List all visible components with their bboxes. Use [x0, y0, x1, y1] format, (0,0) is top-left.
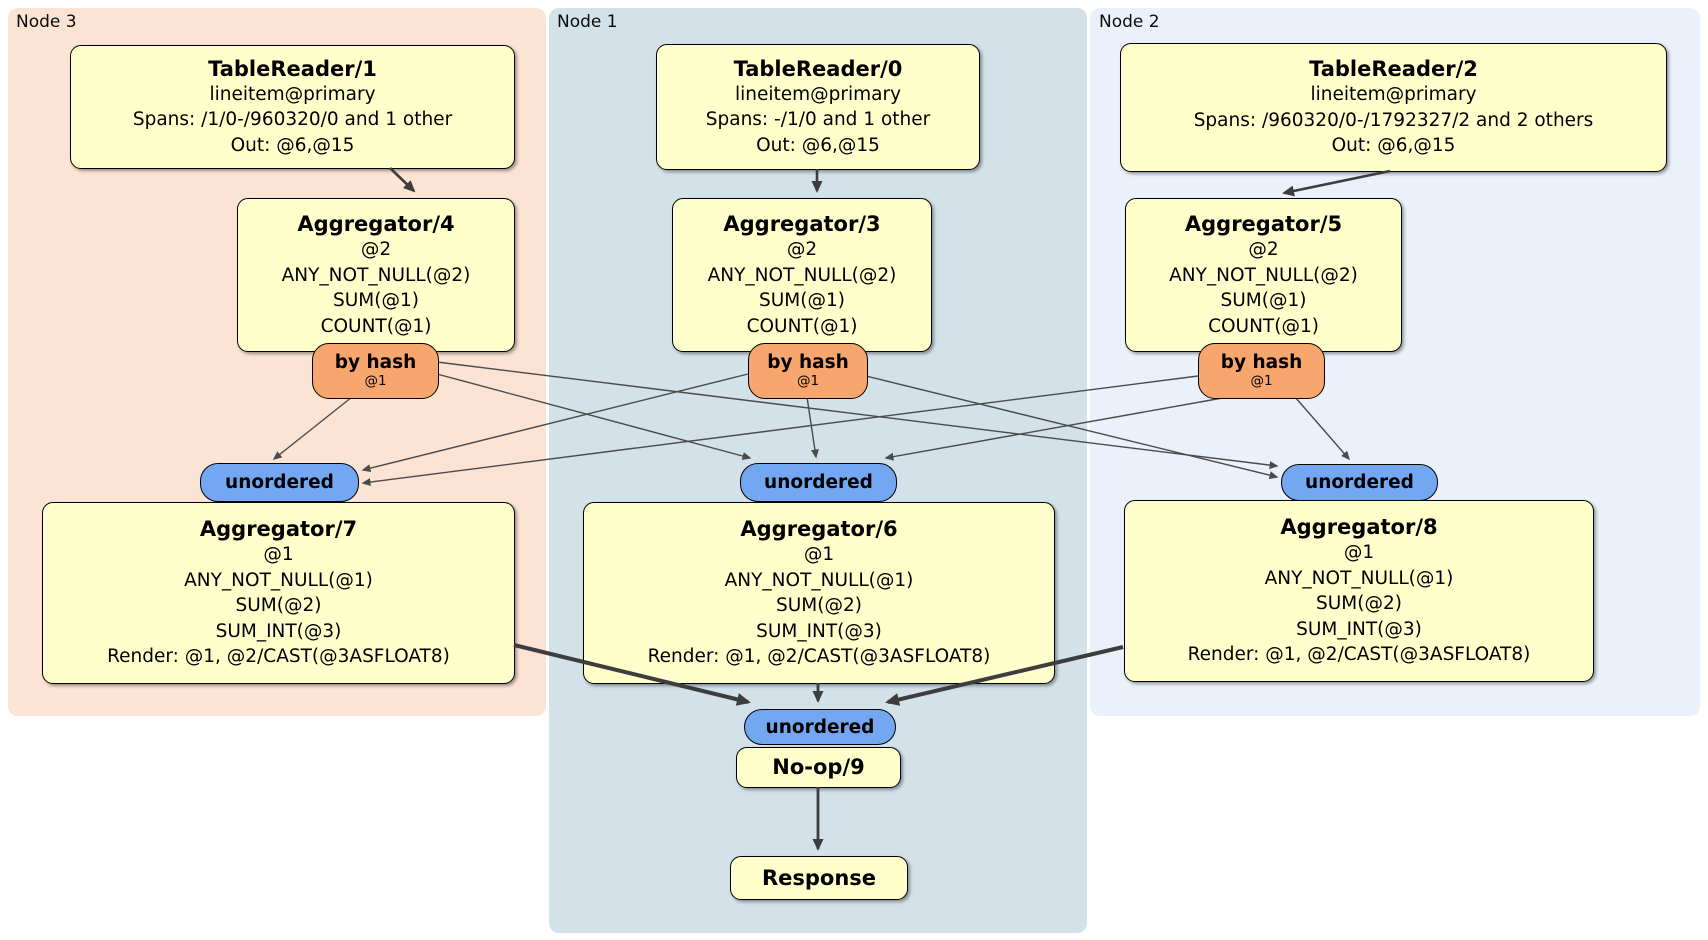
box-tablereader-1: TableReader/1 lineitem@primary Spans: /1…: [70, 45, 515, 169]
box-tablereader-0: TableReader/0 lineitem@primary Spans: -/…: [656, 44, 980, 170]
box-title: Aggregator/8: [1280, 515, 1438, 540]
box-title: Aggregator/3: [723, 211, 881, 236]
box-title: Aggregator/4: [297, 211, 455, 236]
sync-unordered-left: unordered: [200, 463, 359, 502]
box-line: SUM_INT(@3): [756, 620, 882, 642]
box-line: Render: @1, @2/CAST(@3ASFLOAT8): [1187, 644, 1531, 666]
sync-label: unordered: [764, 472, 873, 493]
box-title: TableReader/2: [1309, 57, 1478, 82]
box-aggregator-7: Aggregator/7 @1 ANY_NOT_NULL(@1) SUM(@2)…: [42, 502, 515, 684]
router-label: by hash: [334, 351, 417, 373]
box-line: @1: [803, 544, 835, 566]
box-line: SUM(@1): [759, 290, 845, 312]
box-line: COUNT(@1): [320, 315, 432, 337]
box-line: ANY_NOT_NULL(@1): [724, 569, 914, 591]
box-title: TableReader/0: [733, 56, 903, 81]
router-by-hash-5: by hash @1: [1198, 343, 1325, 399]
box-line: ANY_NOT_NULL(@1): [184, 569, 373, 591]
box-aggregator-4: Aggregator/4 @2 ANY_NOT_NULL(@2) SUM(@1)…: [237, 198, 515, 352]
box-aggregator-5: Aggregator/5 @2 ANY_NOT_NULL(@2) SUM(@1)…: [1125, 198, 1402, 352]
sync-label: unordered: [1305, 472, 1414, 493]
box-line: Spans: -/1/0 and 1 other: [705, 109, 931, 131]
box-line: Spans: /960320/0-/1792327/2 and 2 others: [1193, 109, 1594, 131]
router-label: by hash: [1220, 351, 1303, 373]
box-aggregator-6: Aggregator/6 @1 ANY_NOT_NULL(@1) SUM(@2)…: [583, 502, 1055, 684]
sync-unordered-right: unordered: [1281, 464, 1438, 501]
box-line: Out: @6,@15: [756, 134, 880, 156]
box-line: Render: @1, @2/CAST(@3ASFLOAT8): [647, 646, 991, 668]
box-line: ANY_NOT_NULL(@2): [281, 264, 471, 286]
box-aggregator-8: Aggregator/8 @1 ANY_NOT_NULL(@1) SUM(@2)…: [1124, 500, 1594, 682]
box-line: lineitem@primary: [209, 83, 376, 105]
box-line: COUNT(@1): [746, 315, 858, 337]
box-line: SUM(@2): [235, 595, 322, 617]
box-line: SUM(@1): [1220, 290, 1307, 312]
box-line: SUM(@2): [776, 595, 862, 617]
box-line: @2: [360, 239, 392, 261]
sync-unordered-bottom: unordered: [744, 709, 896, 745]
box-tablereader-2: TableReader/2 lineitem@primary Spans: /9…: [1120, 43, 1667, 172]
router-label: by hash: [767, 351, 849, 373]
sync-unordered-center: unordered: [740, 463, 897, 502]
box-line: ANY_NOT_NULL(@2): [1169, 264, 1358, 286]
sync-label: unordered: [765, 716, 875, 738]
box-title: No-op/9: [772, 755, 865, 780]
panel-label-node3: Node 3: [16, 12, 77, 32]
box-line: Spans: /1/0-/960320/0 and 1 other: [132, 109, 453, 131]
box-title: Aggregator/6: [740, 517, 898, 542]
box-title: Response: [761, 865, 877, 890]
panel-label-node2: Node 2: [1099, 12, 1160, 32]
box-title: Aggregator/7: [199, 517, 358, 542]
box-line: COUNT(@1): [1208, 315, 1319, 337]
box-title: Aggregator/5: [1184, 211, 1343, 236]
box-line: lineitem@primary: [734, 83, 902, 105]
box-line: ANY_NOT_NULL(@2): [707, 264, 897, 286]
box-noop-9: No-op/9: [736, 747, 901, 788]
box-line: Out: @6,@15: [1331, 135, 1456, 157]
box-title: TableReader/1: [208, 56, 377, 81]
router-tag: @1: [796, 373, 820, 390]
box-line: @2: [1248, 239, 1279, 261]
router-by-hash-3: by hash @1: [748, 343, 868, 399]
box-line: Out: @6,@15: [230, 134, 355, 156]
router-tag: @1: [364, 373, 387, 390]
box-line: SUM(@2): [1316, 593, 1402, 615]
router-tag: @1: [1250, 373, 1273, 390]
box-line: @2: [786, 239, 818, 261]
box-line: SUM(@1): [333, 290, 419, 312]
box-line: SUM_INT(@3): [215, 620, 342, 642]
router-by-hash-4: by hash @1: [312, 343, 439, 399]
box-aggregator-3: Aggregator/3 @2 ANY_NOT_NULL(@2) SUM(@1)…: [672, 198, 932, 352]
box-response: Response: [730, 856, 908, 900]
box-line: SUM_INT(@3): [1296, 618, 1422, 640]
box-line: @1: [1343, 542, 1375, 564]
box-line: Render: @1, @2/CAST(@3ASFLOAT8): [107, 646, 450, 668]
sync-label: unordered: [225, 472, 334, 493]
box-line: lineitem@primary: [1310, 84, 1477, 106]
box-line: @1: [263, 544, 294, 566]
panel-label-node1: Node 1: [557, 12, 618, 32]
box-line: ANY_NOT_NULL(@1): [1264, 567, 1454, 589]
